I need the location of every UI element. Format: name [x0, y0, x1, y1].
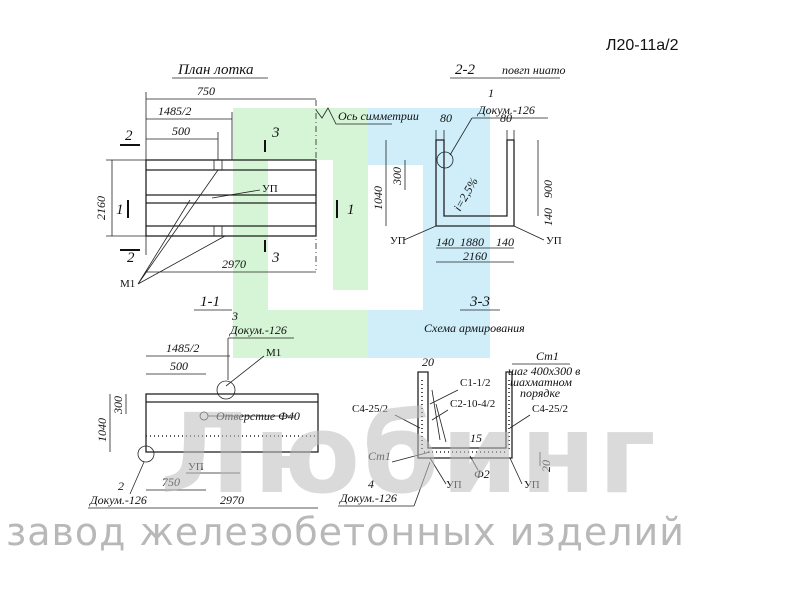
section-3-3: 3-3 Схема армирования 20 15 Ст1 шаг 400х…: [338, 294, 580, 507]
s11-note3-doc: Докум.-126: [229, 323, 287, 337]
s33-label-c2: С2-10-4/2: [450, 398, 495, 410]
logo-blue-bottom: [368, 310, 423, 358]
s33-note4-num: 4: [368, 477, 374, 491]
s33-dim-20-top: 20: [422, 355, 434, 369]
logo-blue-cut: [368, 165, 423, 310]
plan-title: План лотка: [177, 62, 253, 78]
s11-note2-num: 2: [118, 479, 124, 493]
plan-label-m1: М1: [120, 278, 135, 290]
plan-cut-1-right: 1: [347, 202, 355, 218]
plan-view: План лотка 750 1485/2 500 Ось симметрии …: [94, 62, 419, 290]
s22-dim-900: 900: [541, 180, 555, 198]
s33-label-step-3: порядке: [520, 386, 561, 400]
s22-dim-1880: 1880: [460, 235, 484, 249]
s33-label-c4-right: С4-25/2: [532, 403, 568, 415]
s22-subtitle: повгп ниато: [502, 63, 566, 77]
s33-label-st1-bottom: Ст1: [368, 449, 391, 463]
watermark-tagline: завод железобетонных изделий: [6, 510, 685, 554]
s11-dim-2970: 2970: [220, 493, 244, 507]
s33-dim-15: 15: [470, 431, 482, 445]
s33-label-up-right: УП: [524, 479, 540, 491]
plan-cut-3-top: 3: [271, 125, 280, 141]
s11-label-m1: М1: [266, 347, 281, 359]
plan-dim-2970: 2970: [222, 257, 246, 271]
s22-dim-300: 300: [390, 167, 404, 186]
plan-dim-2160: 2160: [94, 196, 108, 220]
s11-dim-1485: 1485/2: [166, 341, 199, 355]
plan-cut-1-left: 1: [116, 202, 124, 218]
s11-label-up: УП: [188, 461, 204, 473]
s33-label-step-1: шаг 400х300 в: [508, 364, 580, 378]
s33-label-f2: Ф2: [474, 467, 490, 481]
s11-dim-500: 500: [170, 359, 188, 373]
plan-cut-3-bottom: 3: [271, 250, 280, 266]
s11-dim-750: 750: [162, 475, 180, 489]
s22-note-doc: Докум.-126: [477, 103, 535, 117]
s22-note-num: 1: [488, 86, 494, 100]
s22-dim-80-right: 80: [500, 111, 512, 125]
s22-dim-2160: 2160: [463, 249, 487, 263]
plan-dim-750: 750: [197, 84, 215, 98]
s22-label-up-left: УП: [390, 235, 406, 247]
watermark-brand: Любинг: [160, 390, 658, 518]
s11-note3-num: 3: [231, 309, 238, 323]
s33-label-step-2: шахматном: [510, 375, 572, 389]
s11-dim-300: 300: [111, 396, 125, 415]
plan-cut-2-bottom: 2: [127, 250, 135, 266]
s33-label-up-left: УП: [446, 479, 462, 491]
logo-blocks: [233, 108, 490, 358]
logo-white-strip: [313, 290, 368, 310]
s22-dim-140-b: 140: [496, 235, 514, 249]
s11-note2-doc: Докум.-126: [89, 493, 147, 507]
section-1-1: 1-1 3 Докум.-126 1485/2 500 М1 Отверстие…: [88, 294, 319, 509]
s22-title: 2-2: [455, 62, 475, 78]
logo-white-cut: [268, 160, 333, 310]
plan-label-up: УП: [262, 183, 278, 195]
plan-dim-1485: 1485/2: [158, 104, 191, 118]
s11-title: 1-1: [200, 294, 220, 310]
s22-dim-80-left: 80: [440, 111, 452, 125]
plan-dim-500: 500: [172, 124, 190, 138]
s11-dim-1040: 1040: [95, 418, 109, 442]
drawing-code: Л20-11а/2: [606, 37, 679, 54]
plan-cut-2-top: 2: [125, 128, 133, 144]
s33-dim-20-right: 20: [539, 460, 553, 472]
watermark: Любинг завод железобетонных изделий: [6, 390, 685, 554]
s33-label-c4-left: С4-25/2: [352, 403, 388, 415]
s22-dim-140-right: 140: [541, 208, 555, 226]
s33-subtitle: Схема армирования: [424, 321, 525, 335]
s33-title: 3-3: [469, 294, 490, 310]
s22-dim-140-a: 140: [436, 235, 454, 249]
s22-label-up-right: УП: [546, 235, 562, 247]
s33-note4-doc: Докум.-126: [339, 491, 397, 505]
s33-label-st1-top: Ст1: [536, 349, 559, 363]
plan-axis-label: Ось симметрии: [338, 109, 419, 123]
s22-dim-1040: 1040: [371, 186, 385, 210]
s33-label-c1: С1-1/2: [460, 377, 491, 389]
